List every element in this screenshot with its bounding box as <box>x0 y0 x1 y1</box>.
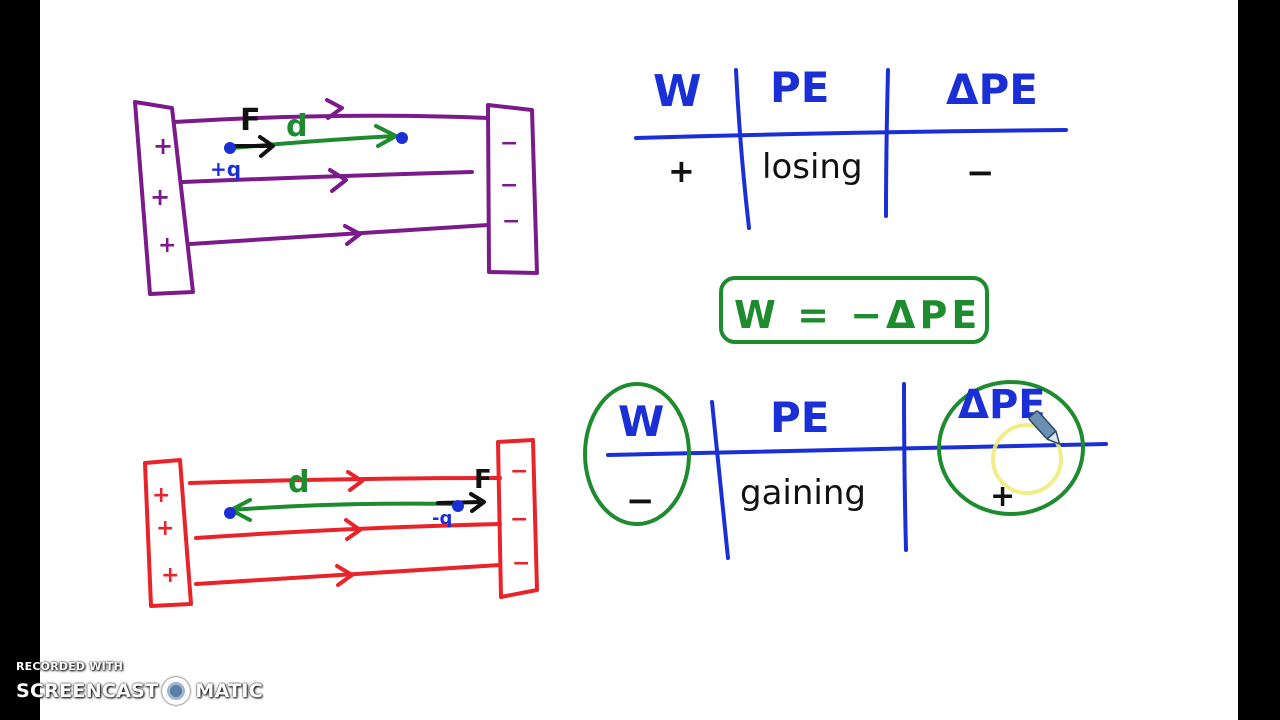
bottom-left-sign-3: + <box>161 563 179 588</box>
watermark-brand-left: SCREENCAST <box>16 680 159 702</box>
bottom-right-sign-3: − <box>512 551 530 576</box>
bottom-displacement-arrow <box>228 501 462 512</box>
bottom-left-sign-2: + <box>156 516 174 541</box>
watermark-brand-row: SCREENCAST MATIC <box>16 677 263 705</box>
top-charge-label: +q <box>210 157 241 181</box>
bottom-table: W PE ΔPE − gaining + <box>583 380 1108 560</box>
top-charge-end-dot <box>396 132 408 144</box>
bottom-field-line-2-arrow <box>344 518 362 541</box>
bottom-table-cell-delta-pe: + <box>990 479 1015 514</box>
bottom-field-line-3 <box>194 563 502 586</box>
bottom-field-line-2 <box>194 522 502 540</box>
drawing-surface: + + + − − − d F +q + + <box>133 63 1108 608</box>
bottom-table-divider-2 <box>902 382 908 552</box>
bottom-table-horizontal-rule <box>606 442 1108 457</box>
top-table-header-w: W <box>653 66 702 117</box>
bottom-displacement-label: d <box>288 465 309 500</box>
top-table-cell-w: + <box>668 152 695 190</box>
top-table-horizontal-rule <box>634 128 1068 140</box>
bottom-left-sign-1: + <box>152 483 170 508</box>
pen-cursor-icon <box>1028 410 1061 445</box>
top-left-plate <box>133 100 195 296</box>
bottom-table-cell-w: − <box>626 481 655 521</box>
top-table-header-delta-pe: ΔPE <box>946 65 1038 114</box>
bottom-field-line-1 <box>188 476 502 485</box>
top-field-line-2-arrow <box>328 168 348 193</box>
top-right-sign-3: − <box>502 209 520 234</box>
bottom-right-sign-1: − <box>510 459 528 484</box>
bottom-field-line-3-arrow <box>335 564 354 587</box>
top-table-divider-2 <box>884 68 890 218</box>
whiteboard-canvas: + + + − − − d F +q + + <box>40 0 1238 720</box>
bottom-force-arrowhead <box>469 492 486 513</box>
formula-box: W = −ΔPE <box>719 276 989 344</box>
top-diagram: + + + − − − d F +q <box>133 98 539 296</box>
formula-box-outline <box>719 276 989 344</box>
bottom-left-plate <box>143 458 193 608</box>
top-table-cell-pe: losing <box>762 147 863 187</box>
top-right-sign-2: − <box>500 173 518 198</box>
top-left-sign-2: + <box>150 183 170 211</box>
top-force-label: F <box>240 103 261 138</box>
top-table-cell-delta-pe: − <box>966 153 995 193</box>
top-left-sign-3: + <box>158 233 176 258</box>
top-left-sign-1: + <box>153 132 173 160</box>
bottom-table-w-circle <box>583 382 691 526</box>
bottom-field-line-1-arrow <box>346 470 364 492</box>
bottom-charge-label: -q <box>432 508 452 529</box>
bottom-diagram: + + + − − − d F -q <box>143 438 539 608</box>
bottom-right-plate <box>496 438 539 599</box>
bottom-right-sign-2: − <box>510 507 528 532</box>
bottom-table-cell-pe: gaining <box>740 473 866 513</box>
top-charge-start-dot <box>224 142 236 154</box>
top-field-line-3 <box>188 223 490 246</box>
top-field-line-1 <box>172 113 490 124</box>
top-field-line-2 <box>181 170 474 184</box>
bottom-table-divider-1 <box>710 400 730 560</box>
bottom-table-header-w: W <box>618 397 664 446</box>
top-right-plate <box>486 103 539 275</box>
top-displacement-arrowhead <box>374 124 398 148</box>
formula-text: W = −ΔPE <box>734 293 981 337</box>
watermark-recorded-with: RECORDED WITH <box>16 660 124 673</box>
top-displacement-label: d <box>286 109 307 144</box>
bottom-charge-start-dot <box>452 500 464 512</box>
top-table-header-pe: PE <box>770 63 829 112</box>
bottom-table-header-pe: PE <box>770 393 829 442</box>
top-right-sign-1: − <box>500 131 518 156</box>
top-field-line-3-arrow <box>343 224 362 246</box>
screencast-watermark: RECORDED WITH SCREENCAST MATIC <box>16 660 263 705</box>
watermark-brand-right: MATIC <box>195 680 264 702</box>
bottom-charge-end-dot <box>224 507 236 519</box>
cursor-highlight-ring <box>991 423 1063 495</box>
top-table-divider-1 <box>734 68 751 230</box>
screencast-o-matic-logo-icon <box>162 677 191 705</box>
top-force-arrowhead <box>258 135 275 158</box>
bottom-force-label: F <box>474 465 492 495</box>
top-table: W PE ΔPE + losing − <box>634 63 1068 230</box>
top-field-line-1-arrow <box>325 98 344 120</box>
bottom-table-delta-pe-circle <box>937 380 1085 516</box>
